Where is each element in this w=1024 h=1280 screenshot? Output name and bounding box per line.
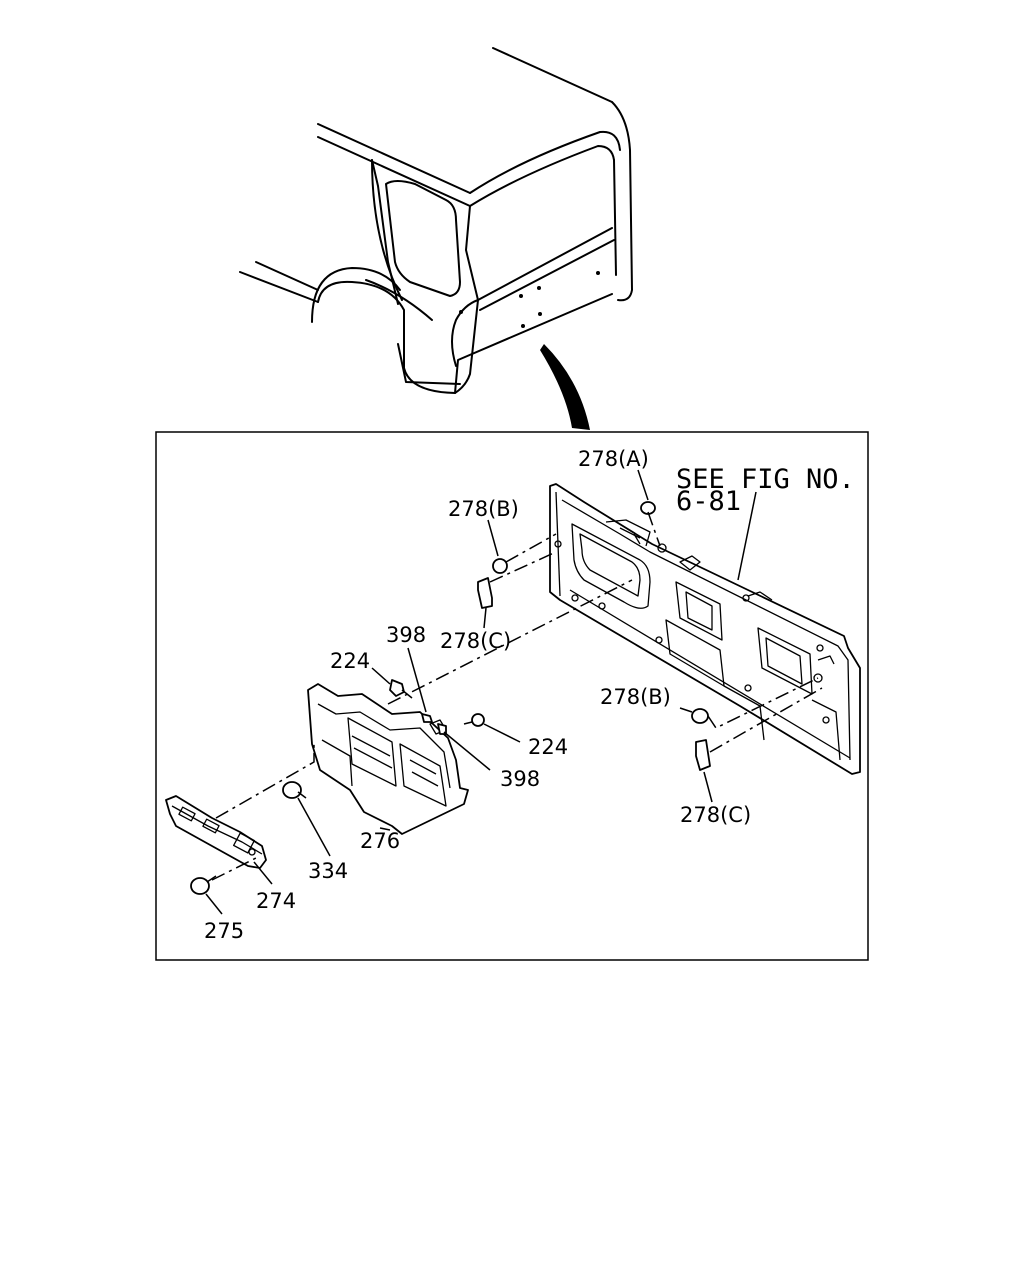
seal-278c-right xyxy=(695,739,711,771)
plug-278b-right xyxy=(691,708,709,724)
screw-224-left xyxy=(389,679,413,699)
back-door-inner-panel xyxy=(549,483,861,775)
screw-224-right xyxy=(463,713,485,727)
label-224-left: 224 xyxy=(330,649,370,673)
label-278c-right: 278(C) xyxy=(680,803,751,827)
bolt-334 xyxy=(282,781,307,799)
label-278b-top: 278(B) xyxy=(448,497,519,521)
bolt-275 xyxy=(190,875,217,895)
label-275: 275 xyxy=(204,919,244,943)
label-274: 274 xyxy=(256,889,296,913)
label-276: 276 xyxy=(360,829,400,853)
seal-278c-top xyxy=(477,577,493,609)
label-224-right: 224 xyxy=(528,735,568,759)
see-fig-note-line1: SEE FIG NO. xyxy=(676,464,855,495)
label-398-right: 398 xyxy=(500,767,540,791)
clip-398-top xyxy=(421,713,433,723)
vehicle-rear-body xyxy=(239,47,633,430)
label-334: 334 xyxy=(308,859,348,883)
label-278b-right: 278(B) xyxy=(600,685,671,709)
label-398-top: 398 xyxy=(386,623,426,647)
detail-frame xyxy=(155,431,869,961)
label-278a: 278(A) xyxy=(578,447,649,471)
assembly-lines xyxy=(211,511,823,881)
handle-bracket-274 xyxy=(165,795,267,869)
trim-panel-276 xyxy=(307,683,469,835)
callout-labels: 278(A) 278(B) 278(C) SEE FIG NO. 6-81 39… xyxy=(204,447,855,943)
leader-lines xyxy=(205,469,757,915)
see-fig-note-line2: 6-81 xyxy=(676,486,741,517)
label-278c-top: 278(C) xyxy=(440,629,511,653)
plug-278b-top xyxy=(492,558,508,574)
